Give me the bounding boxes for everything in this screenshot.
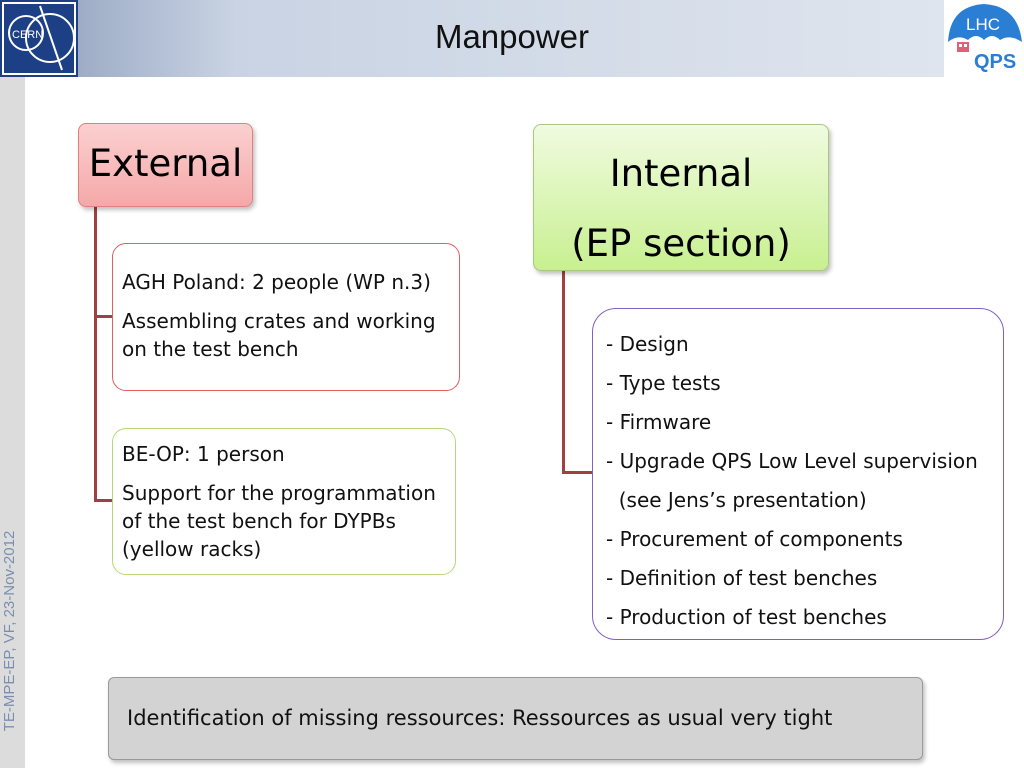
internal-connector-horizontal bbox=[562, 471, 593, 474]
external-connector-agh bbox=[94, 315, 113, 318]
ep-tasks-box: - Design - Type tests - Firmware - Upgra… bbox=[592, 308, 1004, 640]
external-connector-beop bbox=[94, 499, 113, 502]
cern-logo: CERN bbox=[0, 0, 78, 77]
list-item: - Type tests bbox=[606, 371, 721, 395]
beop-staff-line: BE-OP: 1 person bbox=[122, 442, 285, 466]
internal-header-box: Internal (EP section) bbox=[533, 124, 829, 271]
internal-connector-vertical bbox=[562, 271, 565, 474]
list-item: - Design bbox=[606, 332, 689, 356]
list-item: - Production of test benches bbox=[606, 605, 887, 629]
list-item: - Procurement of components bbox=[606, 527, 903, 551]
title-bar bbox=[0, 0, 944, 77]
internal-subtitle: (EP section) bbox=[571, 222, 791, 265]
agh-task-line: Assembling crates and working on the tes… bbox=[122, 309, 436, 361]
agh-staff-line: AGH Poland: 2 people (WP n.3) bbox=[122, 270, 431, 294]
slide-title: Manpower bbox=[434, 18, 590, 55]
side-band bbox=[0, 77, 25, 768]
internal-title: Internal bbox=[609, 152, 753, 195]
be-op-box: BE-OP: 1 person Support for the programm… bbox=[112, 428, 456, 575]
list-item: - Definition of test benches bbox=[606, 566, 878, 590]
qps-logo-text: QPS bbox=[974, 51, 1016, 73]
agh-poland-box: AGH Poland: 2 people (WP n.3) Assembling… bbox=[112, 243, 460, 391]
external-header-box: External bbox=[78, 123, 253, 207]
beop-task-line: Support for the programmation of the tes… bbox=[122, 481, 436, 561]
list-item: - Upgrade QPS Low Level supervision bbox=[606, 449, 978, 473]
resources-note-text: Identification of missing ressources: Re… bbox=[127, 706, 833, 730]
cern-logo-text: CERN bbox=[12, 29, 43, 41]
list-item: - Firmware bbox=[606, 410, 712, 434]
external-title: External bbox=[88, 142, 243, 185]
lhc-qps-logo: LHC QPS bbox=[944, 0, 1024, 80]
list-item: (see Jens’s presentation) bbox=[606, 488, 867, 512]
lhc-logo-text: LHC bbox=[966, 15, 1000, 34]
footer-vertical-label: TE-MPE-EP, VF, 23-Nov-2012 bbox=[1, 530, 18, 732]
external-connector-vertical bbox=[94, 207, 97, 501]
resources-note: Identification of missing ressources: Re… bbox=[108, 677, 923, 760]
